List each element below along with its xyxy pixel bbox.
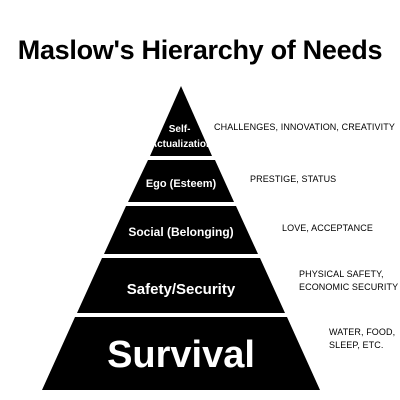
pyramid-level-4-shape — [77, 258, 285, 313]
pyramid-level-5-label: Survival — [107, 334, 255, 376]
level-1-description: CHALLENGES, INNOVATION, CREATIVITY — [214, 122, 395, 132]
pyramid-level-2-label: Ego (Esteem) — [146, 178, 217, 190]
pyramid-level-4-label: Safety/Security — [127, 281, 236, 298]
pyramid-level-1-label: Self- Actualization — [150, 124, 212, 150]
diagram-title: Maslow's Hierarchy of Needs — [17, 35, 383, 65]
level-3-description: LOVE, ACCEPTANCE — [282, 223, 373, 233]
pyramid-level-5-shape — [42, 317, 320, 390]
pyramid-level-3-label: Social (Belonging) — [128, 225, 233, 239]
level-2-description: PRESTIGE, STATUS — [250, 174, 337, 184]
pyramid-level-1-shape — [150, 86, 212, 156]
pyramid-level-3-shape — [104, 206, 258, 254]
level-4-description: PHYSICAL SAFETY, ECONOMIC SECURITY — [299, 269, 399, 292]
pyramid-level-2-shape — [128, 160, 234, 202]
level-5-description: WATER, FOOD, SLEEP, ETC. — [329, 327, 396, 350]
